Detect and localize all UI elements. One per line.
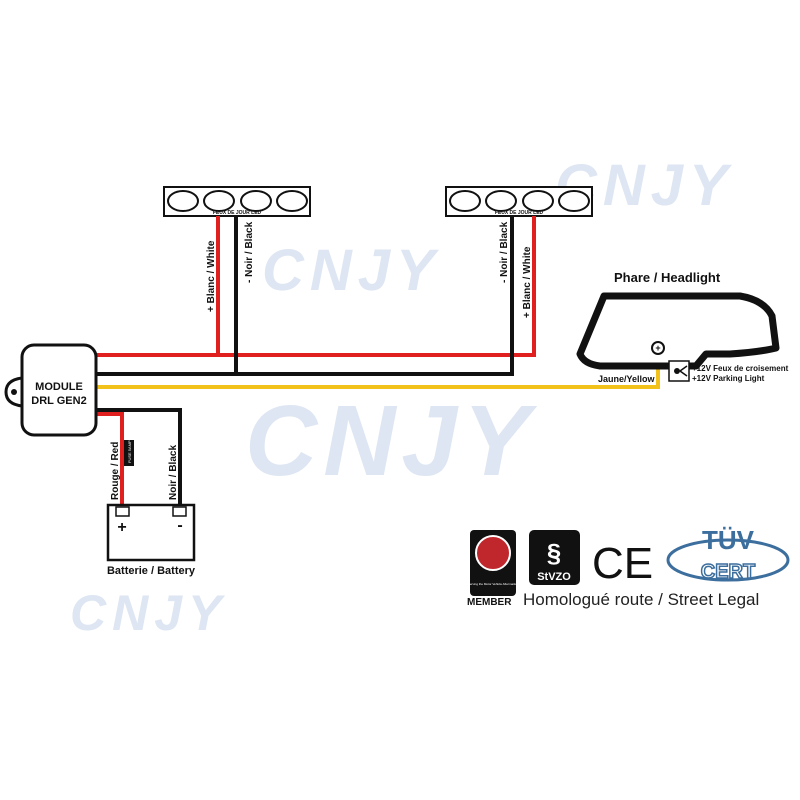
- wire-label-left-white: + Blanc / White: [206, 240, 217, 312]
- watermark-top-center: CNJY: [262, 238, 441, 303]
- tuv-text: TÜV: [702, 525, 755, 555]
- fuse: FUSE 5AMP: [124, 440, 134, 466]
- stvzo-text: StVZO: [537, 571, 571, 583]
- headlight-plus: +: [655, 343, 660, 353]
- wire-label-black: Noir / Black: [168, 445, 179, 500]
- headlight-title: Phare / Headlight: [614, 270, 721, 285]
- drl-strip-right: FEUX DE JOUR LED: [445, 186, 593, 217]
- watermark-center: CNJY: [245, 385, 538, 497]
- tuv-logo: TÜV CERT: [666, 525, 790, 584]
- sema-logo: Serving the Motor Vehicle Aftermarket: [468, 530, 519, 596]
- drl-strip-left: FEUX DE JOUR LED: [163, 186, 311, 217]
- sema-text: Serving the Motor Vehicle Aftermarket: [468, 582, 519, 586]
- watermark-bottom-left: CNJY: [70, 585, 227, 641]
- wire-battery-red: [96, 412, 124, 505]
- wire-label-red: Rouge / Red: [110, 442, 121, 500]
- cert-text: CERT: [701, 561, 755, 583]
- drl-strip-right-label: FEUX DE JOUR LED: [495, 210, 544, 216]
- stvzo-logo: § StVZO: [529, 530, 580, 585]
- wire-label-right-black: - Noir / Black: [499, 221, 510, 283]
- wire-label-right-white: + Blanc / White: [522, 246, 533, 318]
- wire-yellow: [96, 352, 660, 389]
- module-title: MODULE: [35, 381, 83, 393]
- battery-plus: +: [117, 519, 126, 536]
- headlight: Phare / Headlight +: [576, 270, 780, 370]
- relay-parking-label: +12V Parking Light: [692, 374, 765, 383]
- sema-member-label: MEMBER: [467, 597, 512, 608]
- battery-label: Batterie / Battery: [107, 565, 196, 577]
- drl-strip-left-label: FEUX DE JOUR LED: [213, 210, 262, 216]
- street-legal-text: Homologué route / Street Legal: [523, 590, 760, 609]
- wire-red-main: [96, 216, 536, 357]
- wire-label-yellow: Jaune/Yellow: [598, 374, 656, 384]
- wire-battery-black: [96, 408, 182, 505]
- wire-black-main: [96, 216, 514, 376]
- ce-mark: CE: [592, 539, 653, 588]
- battery-minus: -: [177, 517, 182, 534]
- fuse-label: FUSE 5AMP: [127, 440, 132, 463]
- module-model: DRL GEN2: [31, 395, 86, 407]
- wire-label-left-black: - Noir / Black: [244, 221, 255, 283]
- relay-low-beam-label: +12V Feux de croisement: [692, 364, 789, 373]
- drl-module: MODULE DRL GEN2: [4, 343, 98, 437]
- relay-connector: +12V Feux de croisement +12V Parking Lig…: [668, 360, 789, 383]
- stvzo-symbol: §: [547, 538, 561, 568]
- battery: + - Batterie / Battery: [106, 503, 196, 577]
